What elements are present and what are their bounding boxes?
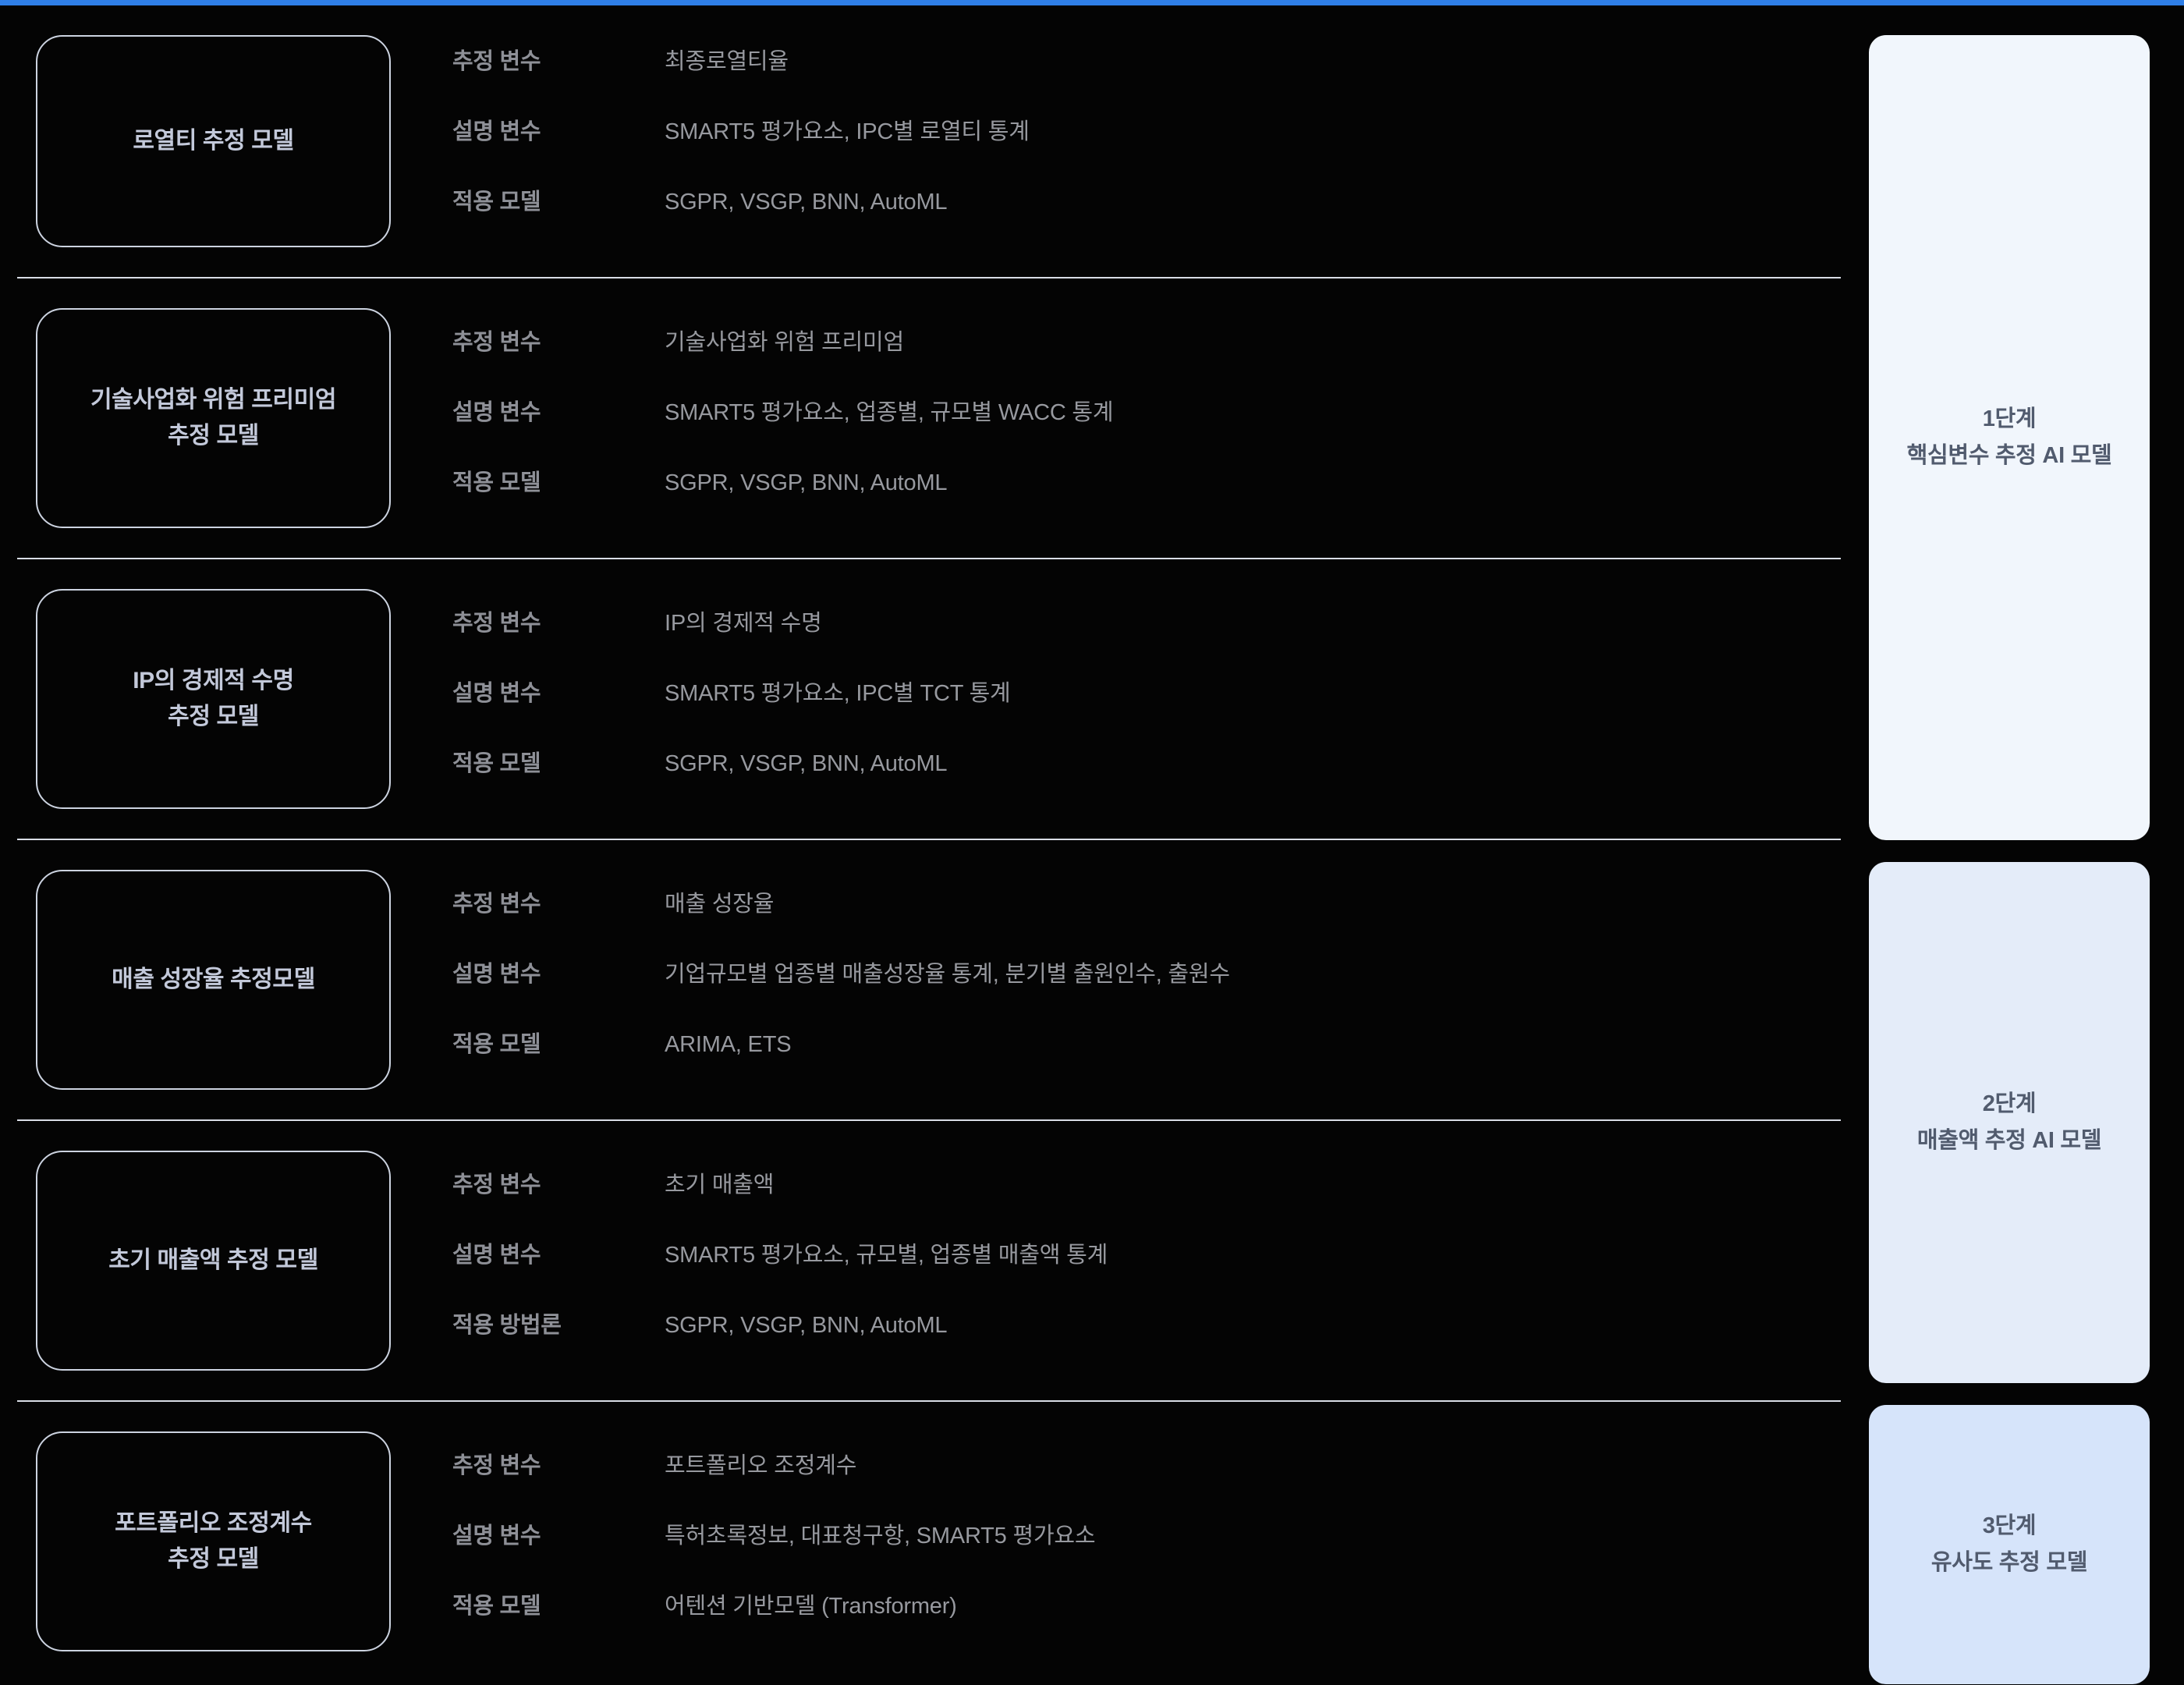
top-accent-bar bbox=[0, 0, 2184, 5]
stage-name-label: 매출액 추정 AI 모델 bbox=[1916, 1128, 2102, 1153]
model-spec-line: 적용 모델 SGPR, VSGP, BNN, AutoML bbox=[452, 183, 1825, 254]
model-name-label: 초기 매출액 추정 모델 bbox=[108, 1247, 318, 1273]
model-spec-line: 추정 변수 기술사업화 위험 프리미엄 bbox=[452, 324, 1825, 394]
model-spec-value: 최종로열티율 bbox=[665, 49, 789, 74]
model-spec-line: 추정 변수 포트폴리오 조정계수 bbox=[452, 1447, 1825, 1517]
model-spec-key: 설명 변수 bbox=[452, 119, 541, 144]
stage-number-label: 3단계 bbox=[1982, 1513, 2037, 1539]
model-spec-key: 설명 변수 bbox=[452, 681, 541, 706]
model-spec-line: 설명 변수 특허초록정보, 대표청구항, SMART5 평가요소 bbox=[452, 1517, 1825, 1587]
model-spec-line: 적용 모델 어텐션 기반모델 (Transformer) bbox=[452, 1587, 1825, 1658]
model-spec-key: 설명 변수 bbox=[452, 962, 541, 987]
model-spec-key: 설명 변수 bbox=[452, 1243, 541, 1268]
model-spec-key: 추정 변수 bbox=[452, 1172, 541, 1197]
model-spec-line: 추정 변수 최종로열티율 bbox=[452, 43, 1825, 113]
model-spec-line: 설명 변수 SMART5 평가요소, IPC별 TCT 통계 bbox=[452, 675, 1825, 745]
model-name-card[interactable]: 매출 성장율 추정모델 bbox=[36, 870, 391, 1090]
model-spec-value: SGPR, VSGP, BNN, AutoML bbox=[665, 1313, 948, 1338]
row-divider bbox=[17, 839, 1841, 840]
model-spec-value: SGPR, VSGP, BNN, AutoML bbox=[665, 470, 948, 495]
model-spec-value: SMART5 평가요소, 규모별, 업종별 매출액 통계 bbox=[665, 1243, 1108, 1268]
stage-name-label: 핵심변수 추정 AI 모델 bbox=[1906, 443, 2112, 468]
model-spec-value: 초기 매출액 bbox=[665, 1172, 775, 1197]
model-spec-line: 적용 모델 ARIMA, ETS bbox=[452, 1026, 1825, 1096]
model-spec-value: SMART5 평가요소, IPC별 TCT 통계 bbox=[665, 681, 1011, 706]
model-spec-key: 적용 방법론 bbox=[452, 1313, 562, 1338]
model-spec-line: 추정 변수 매출 성장율 bbox=[452, 885, 1825, 956]
model-spec-line: 적용 모델 SGPR, VSGP, BNN, AutoML bbox=[452, 745, 1825, 815]
model-spec-value: 포트폴리오 조정계수 bbox=[665, 1453, 857, 1478]
model-spec-value: IP의 경제적 수명 bbox=[665, 611, 822, 636]
stage-number-label: 1단계 bbox=[1982, 406, 2037, 432]
model-spec-key: 추정 변수 bbox=[452, 611, 541, 636]
model-spec-line: 추정 변수 IP의 경제적 수명 bbox=[452, 605, 1825, 675]
model-spec-value: 특허초록정보, 대표청구항, SMART5 평가요소 bbox=[665, 1524, 1096, 1548]
model-spec-key: 적용 모델 bbox=[452, 1032, 541, 1057]
model-spec-value: 매출 성장율 bbox=[665, 892, 775, 917]
model-spec-line: 설명 변수 SMART5 평가요소, 업종별, 규모별 WACC 통계 bbox=[452, 394, 1825, 464]
model-spec-value: SGPR, VSGP, BNN, AutoML bbox=[665, 190, 948, 215]
model-spec-key: 추정 변수 bbox=[452, 330, 541, 355]
row-divider bbox=[17, 277, 1841, 278]
model-spec-value: SMART5 평가요소, IPC별 로열티 통계 bbox=[665, 119, 1030, 144]
model-spec-line: 설명 변수 SMART5 평가요소, IPC별 로열티 통계 bbox=[452, 113, 1825, 183]
model-name-label: 로열티 추정 모델 bbox=[133, 127, 294, 154]
model-name-card[interactable]: 로열티 추정 모델 bbox=[36, 35, 391, 247]
model-spec-key: 적용 모델 bbox=[452, 470, 541, 495]
model-spec-value: SMART5 평가요소, 업종별, 규모별 WACC 통계 bbox=[665, 400, 1114, 425]
model-spec-key: 적용 모델 bbox=[452, 190, 541, 215]
model-spec-key: 적용 모델 bbox=[452, 751, 541, 776]
model-spec-key: 적용 모델 bbox=[452, 1594, 541, 1619]
model-spec-key: 설명 변수 bbox=[452, 400, 541, 425]
row-divider bbox=[17, 558, 1841, 559]
stage-number-label: 2단계 bbox=[1982, 1091, 2037, 1117]
model-spec-value: 기업규모별 업종별 매출성장율 통계, 분기별 출원인수, 출원수 bbox=[665, 962, 1230, 987]
model-spec-key: 추정 변수 bbox=[452, 892, 541, 917]
row-divider bbox=[17, 1119, 1841, 1121]
row-divider bbox=[17, 1400, 1841, 1402]
model-name-card[interactable]: 초기 매출액 추정 모델 bbox=[36, 1151, 391, 1371]
model-spec-line: 설명 변수 SMART5 평가요소, 규모별, 업종별 매출액 통계 bbox=[452, 1236, 1825, 1307]
model-name-label: 매출 성장율 추정모델 bbox=[112, 966, 315, 992]
model-spec-value: ARIMA, ETS bbox=[665, 1032, 792, 1057]
model-spec-line: 설명 변수 기업규모별 업종별 매출성장율 통계, 분기별 출원인수, 출원수 bbox=[452, 956, 1825, 1026]
stage-name-label: 유사도 추정 모델 bbox=[1930, 1550, 2088, 1575]
model-spec-key: 설명 변수 bbox=[452, 1524, 541, 1548]
model-spec-line: 추정 변수 초기 매출액 bbox=[452, 1166, 1825, 1236]
model-spec-value: 기술사업화 위험 프리미엄 bbox=[665, 330, 904, 355]
model-spec-line: 적용 모델 SGPR, VSGP, BNN, AutoML bbox=[452, 464, 1825, 534]
model-spec-line: 적용 방법론 SGPR, VSGP, BNN, AutoML bbox=[452, 1307, 1825, 1377]
model-spec-value: 어텐션 기반모델 (Transformer) bbox=[665, 1594, 957, 1619]
model-spec-value: SGPR, VSGP, BNN, AutoML bbox=[665, 751, 948, 776]
model-spec-key: 추정 변수 bbox=[452, 1453, 541, 1478]
model-spec-key: 추정 변수 bbox=[452, 49, 541, 74]
